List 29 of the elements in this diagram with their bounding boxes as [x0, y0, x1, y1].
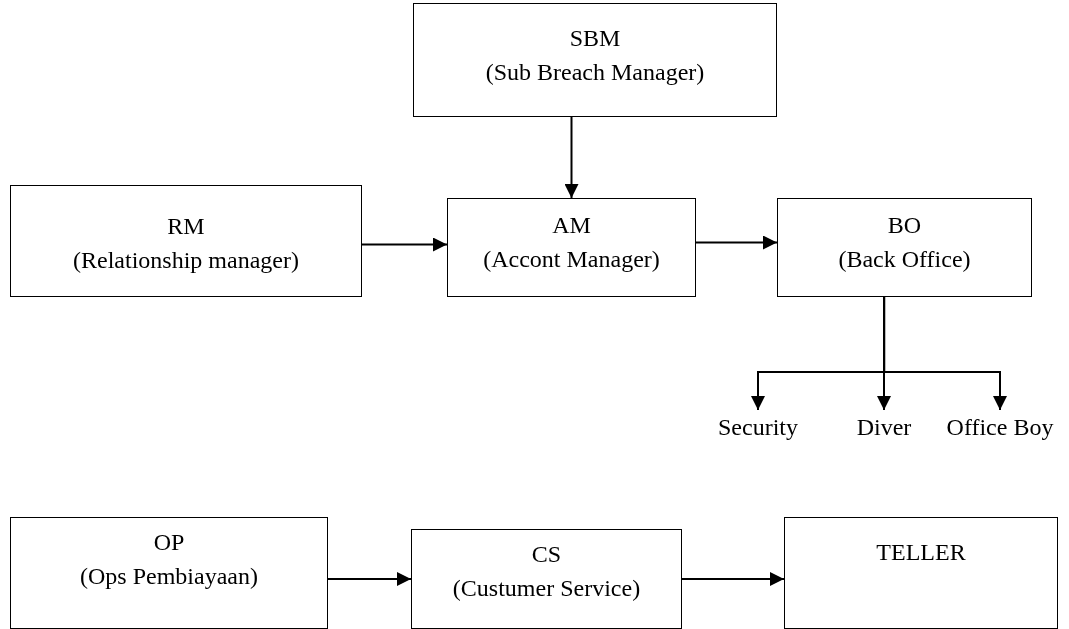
arrow	[695, 235, 778, 250]
role-box	[10, 517, 328, 629]
role-title: TELLER	[876, 538, 966, 567]
role-box	[777, 198, 1032, 297]
role-title: (Back Office)	[838, 244, 971, 274]
role-abbreviation: BO	[887, 211, 922, 240]
role-title: (Ops Pembiayaan)	[80, 561, 258, 591]
role-box	[413, 3, 777, 117]
arrow	[564, 116, 579, 199]
role-label: Diver	[854, 411, 914, 471]
role-box	[784, 517, 1058, 629]
arrow	[883, 296, 1007, 411]
role-box	[447, 198, 696, 297]
role-title: (Sub Breach Manager)	[485, 57, 705, 87]
role-box	[411, 529, 682, 629]
role-abbreviation: RM	[167, 212, 205, 241]
role-title: (Relationship manager)	[73, 245, 299, 275]
role-label: Office Boy	[938, 411, 1062, 471]
role-title: (Accont Manager)	[483, 244, 660, 274]
role-title: (Custumer Service)	[452, 573, 641, 603]
role-label: Security	[705, 411, 811, 471]
arrow	[327, 572, 412, 586]
role-box	[10, 185, 362, 297]
role-abbreviation: SBM	[569, 24, 621, 53]
arrow	[681, 572, 785, 586]
arrow	[361, 237, 448, 252]
role-abbreviation: AM	[552, 211, 591, 240]
role-abbreviation: OP	[153, 528, 185, 557]
role-abbreviation: CS	[531, 540, 562, 569]
